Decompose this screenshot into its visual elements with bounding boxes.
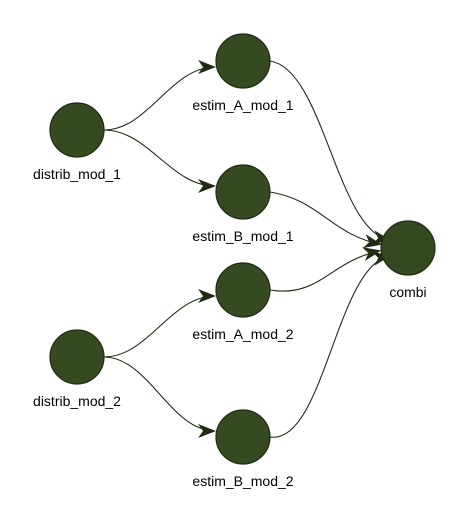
edge-distrib-mod-1-to-estim-a-mod-1 — [103, 60, 216, 131]
edge-distrib-mod-1-to-estim-b-mod-1 — [103, 129, 216, 193]
node-label: estim_A_mod_2 — [192, 326, 293, 342]
node-circle[interactable] — [215, 33, 271, 89]
edges — [103, 60, 392, 438]
node-label: combi — [389, 284, 426, 300]
edge-estim-a-mod-2-to-combi — [269, 247, 382, 292]
edge-estim-a-mod-1-to-combi — [269, 60, 391, 245]
node-label: estim_B_mod_1 — [192, 228, 293, 244]
node-combi[interactable]: combi — [380, 220, 436, 300]
edge-distrib-mod-2-to-estim-b-mod-2 — [103, 356, 216, 438]
node-estim-a-mod-1[interactable]: estim_A_mod_1 — [192, 33, 294, 113]
node-circle[interactable] — [49, 102, 105, 158]
node-label: distrib_mod_1 — [33, 166, 121, 182]
node-circle[interactable] — [49, 329, 105, 385]
node-distrib-mod-2[interactable]: distrib_mod_2 — [33, 329, 121, 409]
node-estim-b-mod-1[interactable]: estim_B_mod_1 — [192, 164, 294, 244]
node-distrib-mod-1[interactable]: distrib_mod_1 — [33, 102, 121, 182]
node-circle[interactable] — [380, 220, 436, 276]
node-label: estim_B_mod_2 — [192, 473, 293, 489]
node-label: distrib_mod_2 — [33, 393, 121, 409]
node-circle[interactable] — [215, 262, 271, 318]
nodes: distrib_mod_1 estim_A_mod_1 estim_B_mod_… — [33, 33, 436, 489]
node-circle[interactable] — [215, 164, 271, 220]
edge-estim-b-mod-1-to-combi — [269, 191, 382, 248]
node-circle[interactable] — [215, 409, 271, 465]
node-label: estim_A_mod_1 — [192, 97, 293, 113]
edge-estim-b-mod-2-to-combi — [269, 251, 392, 438]
node-estim-b-mod-2[interactable]: estim_B_mod_2 — [192, 409, 294, 489]
edge-distrib-mod-2-to-estim-a-mod-2 — [103, 289, 216, 358]
node-estim-a-mod-2[interactable]: estim_A_mod_2 — [192, 262, 294, 342]
